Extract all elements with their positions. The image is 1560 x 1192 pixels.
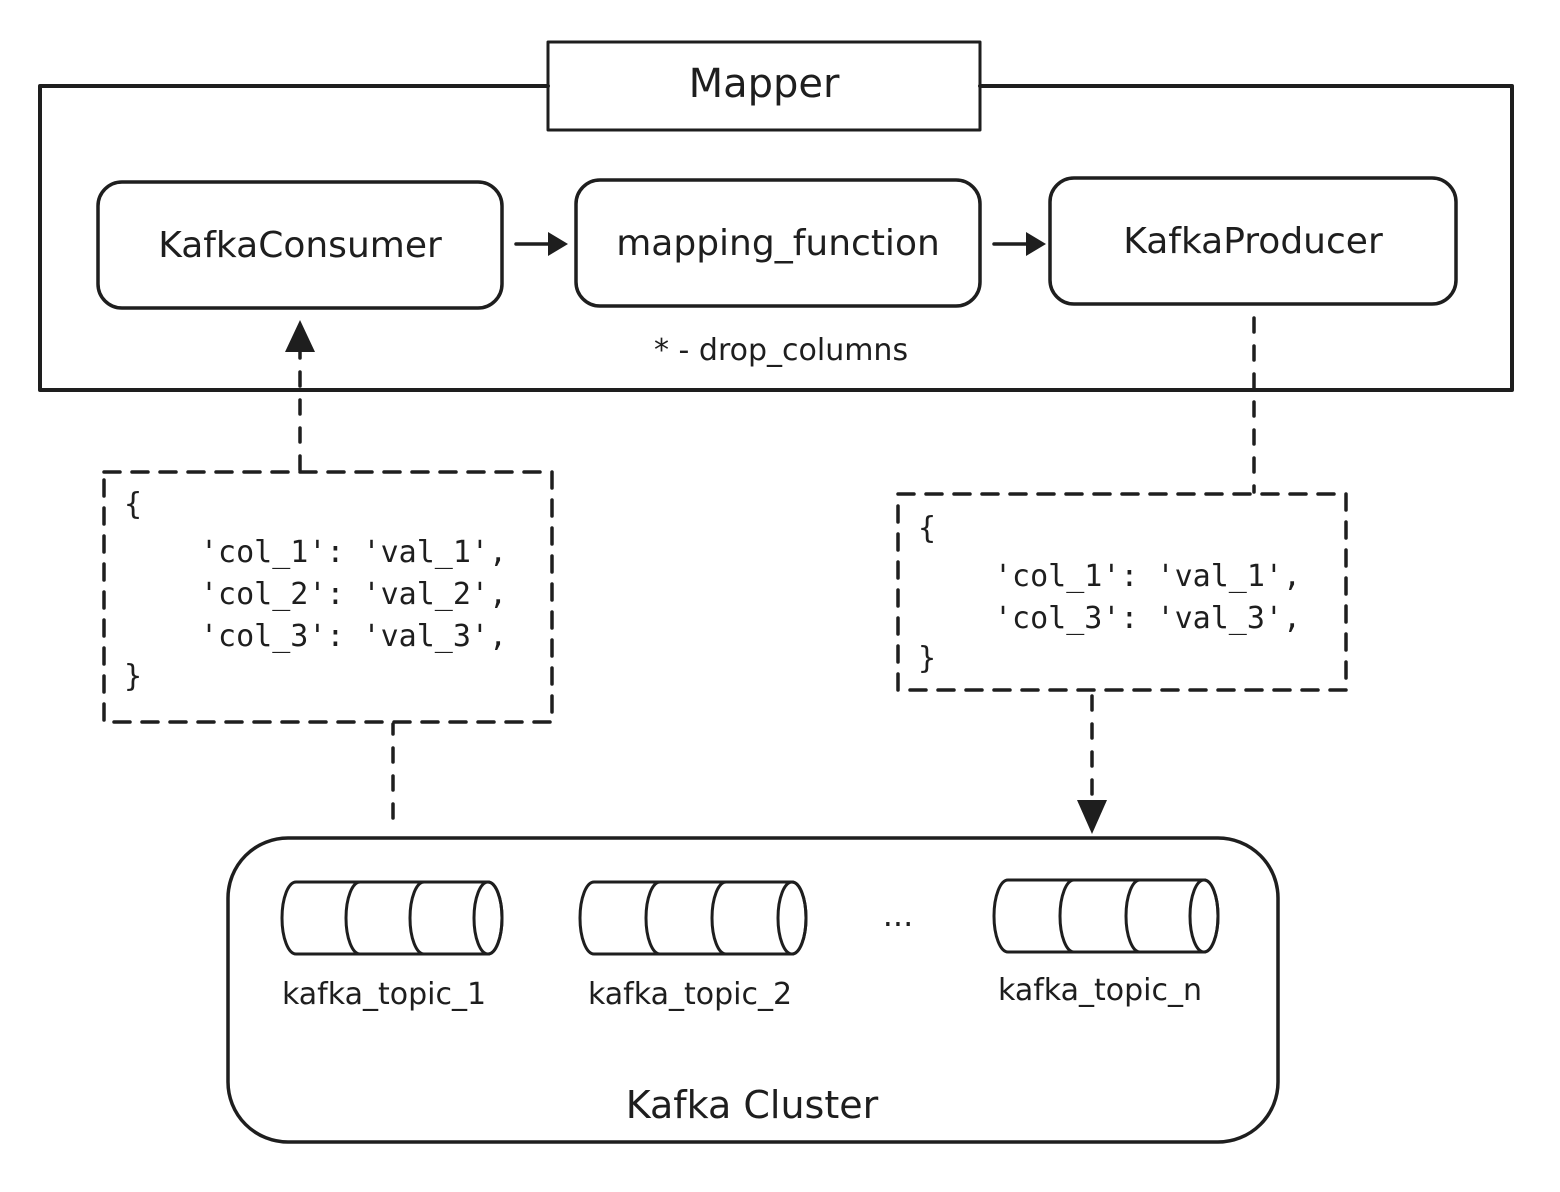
output-payload-close-brace: } bbox=[918, 641, 936, 676]
kafka-producer-node[interactable]: KafkaProducer bbox=[1048, 176, 1458, 306]
topic-icon bbox=[992, 878, 1220, 954]
topic-label: kafka_topic_n bbox=[998, 973, 1202, 1008]
kafka-consumer-label: KafkaConsumer bbox=[158, 225, 442, 266]
output-payload-line: 'col_3': 'val_3', bbox=[994, 601, 1301, 636]
input-payload-close-brace: } bbox=[124, 659, 142, 694]
arrow-cluster-to-consumer bbox=[285, 320, 395, 820]
kafka-cluster: kafka_topic_1 kafka_topic_2 ... kafka_to… bbox=[226, 836, 1280, 1144]
topic-label: kafka_topic_2 bbox=[588, 977, 792, 1012]
topic-icon bbox=[578, 880, 808, 956]
arrow-mapping-to-producer bbox=[992, 232, 1046, 256]
kafka-consumer-node[interactable]: KafkaConsumer bbox=[96, 180, 504, 310]
input-payload-line: 'col_1': 'val_1', bbox=[200, 535, 507, 570]
input-payload-line: 'col_2': 'val_2', bbox=[200, 577, 507, 612]
mapping-function-label: mapping_function bbox=[616, 223, 940, 264]
topic-icon bbox=[280, 880, 504, 956]
topics-ellipsis: ... bbox=[883, 896, 914, 934]
output-payload-line: 'col_1': 'val_1', bbox=[994, 559, 1301, 594]
arrow-consumer-to-mapping bbox=[514, 232, 568, 256]
input-payload-box: { 'col_1': 'val_1', 'col_2': 'val_2', 'c… bbox=[102, 470, 554, 724]
kafka-cluster-label: Kafka Cluster bbox=[626, 1083, 879, 1127]
kafka-producer-label: KafkaProducer bbox=[1123, 221, 1383, 262]
mapper-title: Mapper bbox=[689, 61, 840, 107]
output-payload-open-brace: { bbox=[918, 511, 936, 546]
input-payload-open-brace: { bbox=[124, 487, 142, 522]
drop-columns-note: * - drop_columns bbox=[654, 333, 908, 368]
mapper-frame: Mapper bbox=[38, 40, 1514, 392]
mapping-function-node[interactable]: mapping_function bbox=[574, 178, 982, 308]
arrow-producer-to-cluster bbox=[1077, 316, 1256, 834]
output-payload-box: { 'col_1': 'val_1', 'col_3': 'val_3', } bbox=[896, 492, 1348, 692]
input-payload-line: 'col_3': 'val_3', bbox=[200, 619, 507, 654]
topic-label: kafka_topic_1 bbox=[282, 977, 486, 1012]
